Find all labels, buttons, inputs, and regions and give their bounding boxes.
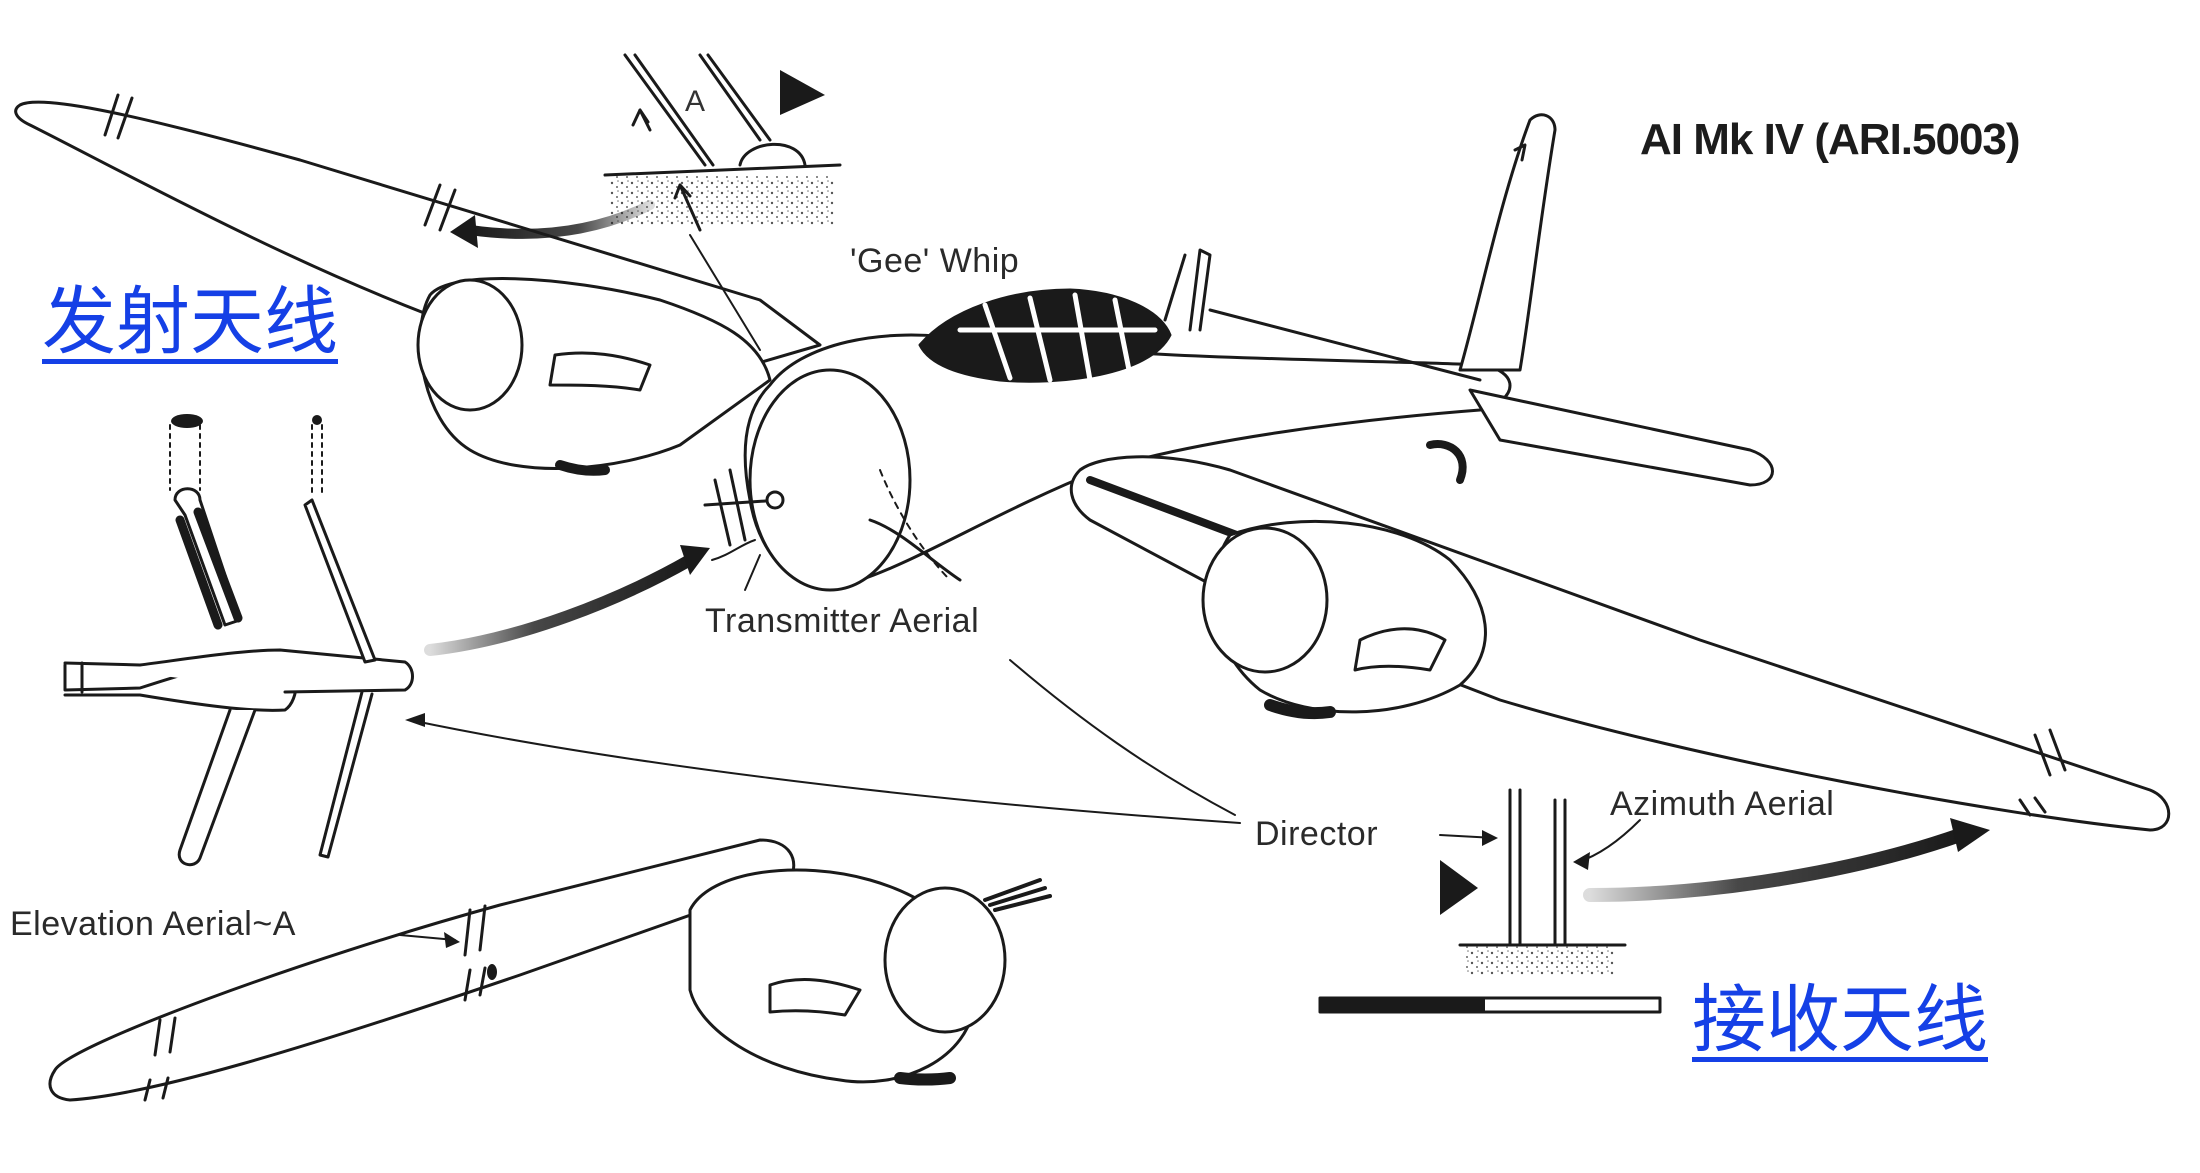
transmitter-aerial-label: Transmitter Aerial [705, 602, 980, 640]
transmitter-aerial-detail [63, 414, 414, 867]
tail-fin [1458, 113, 1557, 372]
director-label: Director [1255, 815, 1379, 853]
starboard-spinner [1201, 526, 1329, 674]
azimuth-aerial-label: Azimuth Aerial [1610, 785, 1835, 823]
cockpit-canopy [918, 288, 1172, 383]
detail-a-inset [603, 53, 842, 232]
gee-whip-antenna [1163, 248, 1212, 332]
direction-triangle-icon [780, 70, 825, 115]
nose [748, 368, 912, 592]
port-spinner [416, 278, 524, 412]
curved-arrow-left [465, 200, 655, 239]
wing-break-marks-right [2018, 728, 2067, 817]
curved-arrow-azimuth [1583, 828, 1967, 902]
transmit-antenna-link[interactable]: 发射天线 [42, 279, 338, 365]
azimuth-aerial-detail [1318, 788, 1662, 1014]
receive-antenna-link[interactable]: 接收天线 [1692, 977, 1988, 1063]
diagram-title: AI Mk IV (ARI.5003) [1640, 115, 2021, 164]
tailplane [1468, 388, 1774, 487]
curved-arrow-right [424, 554, 696, 656]
elevation-aerial-label: Elevation Aerial~A [10, 905, 296, 943]
detail-a-label: A [685, 85, 706, 118]
direction-triangle-icon [1440, 860, 1478, 915]
gee-whip-label: 'Gee' Whip [850, 242, 1020, 280]
lower-wing-detail [48, 838, 1052, 1102]
wing-break-marks [103, 93, 457, 232]
